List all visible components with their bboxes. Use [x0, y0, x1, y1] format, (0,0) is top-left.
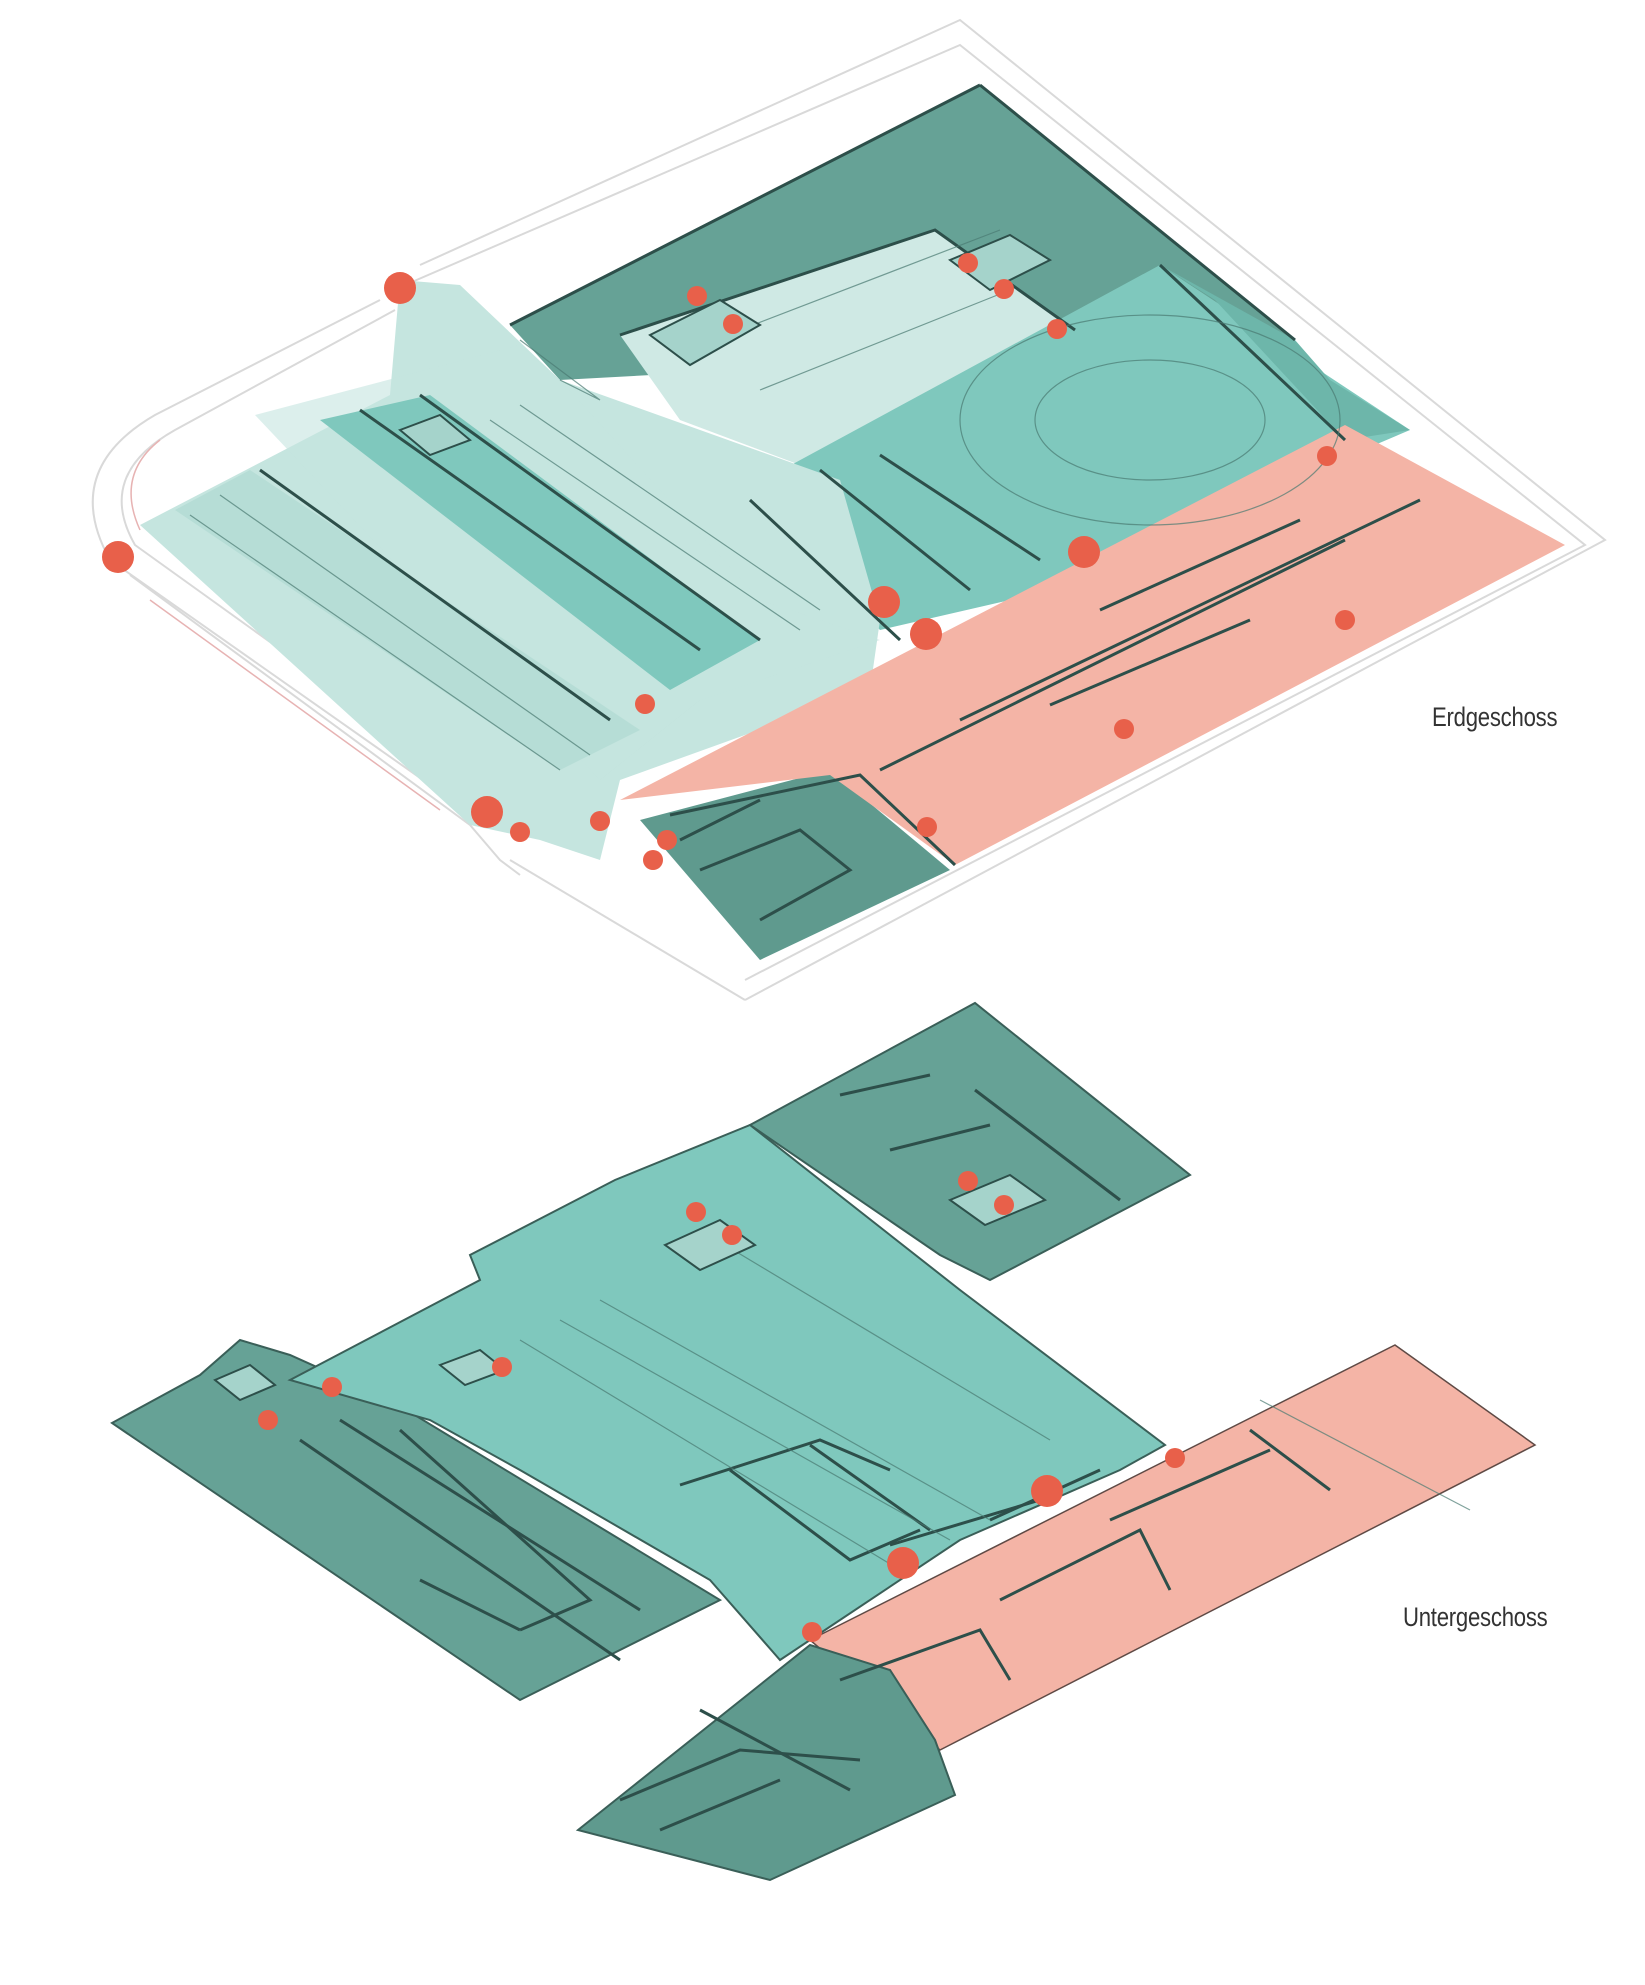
basement-walls	[299, 1073, 1331, 1832]
access-marker	[1031, 1475, 1063, 1507]
access-marker	[384, 272, 416, 304]
access-marker	[958, 253, 978, 273]
basement-northeast-block	[748, 1001, 1192, 1282]
access-marker	[910, 618, 942, 650]
access-marker	[258, 1410, 278, 1430]
access-marker	[102, 541, 134, 573]
basement-plan	[110, 1001, 1537, 1882]
access-marker	[994, 279, 1014, 299]
access-marker	[1114, 719, 1134, 739]
access-marker	[723, 314, 743, 334]
access-marker	[917, 817, 937, 837]
access-marker	[471, 796, 503, 828]
east-hall	[745, 265, 1410, 630]
access-marker	[590, 811, 610, 831]
access-marker	[802, 1622, 822, 1642]
access-marker	[686, 1202, 706, 1222]
ground-floor-walls	[259, 83, 1421, 922]
basement-central-slab	[287, 1123, 1167, 1662]
access-marker	[635, 694, 655, 714]
site-boundary-accent	[130, 439, 441, 811]
basement-access-markers	[258, 1171, 1185, 1642]
access-marker	[510, 822, 530, 842]
ground-floor-access-markers	[102, 253, 1355, 870]
office-band-ground	[620, 425, 1565, 865]
basement-thin-lines	[519, 1229, 1471, 1571]
ground-floor-plan	[91, 18, 1607, 1001]
east-hall-dark-strip	[1160, 265, 1410, 440]
basement-south-block	[575, 1643, 957, 1882]
access-marker	[887, 1547, 919, 1579]
access-marker	[1068, 536, 1100, 568]
basement-label: Untergeschoss	[1403, 1602, 1548, 1632]
access-marker	[492, 1357, 512, 1377]
access-marker	[657, 830, 677, 850]
access-marker	[322, 1377, 342, 1397]
access-marker	[722, 1225, 742, 1245]
access-marker	[994, 1195, 1014, 1215]
south-dark-block	[640, 770, 950, 960]
access-marker	[868, 586, 900, 618]
access-marker	[1165, 1448, 1185, 1468]
ground-floor-thin-lines	[189, 229, 1341, 771]
access-marker	[687, 286, 707, 306]
site-boundary	[91, 18, 1607, 1001]
access-marker	[643, 850, 663, 870]
access-marker	[1317, 446, 1337, 466]
access-marker	[958, 1171, 978, 1191]
ground-floor-label: Erdgeschoss	[1432, 702, 1558, 732]
access-marker	[1335, 610, 1355, 630]
access-marker	[1047, 319, 1067, 339]
